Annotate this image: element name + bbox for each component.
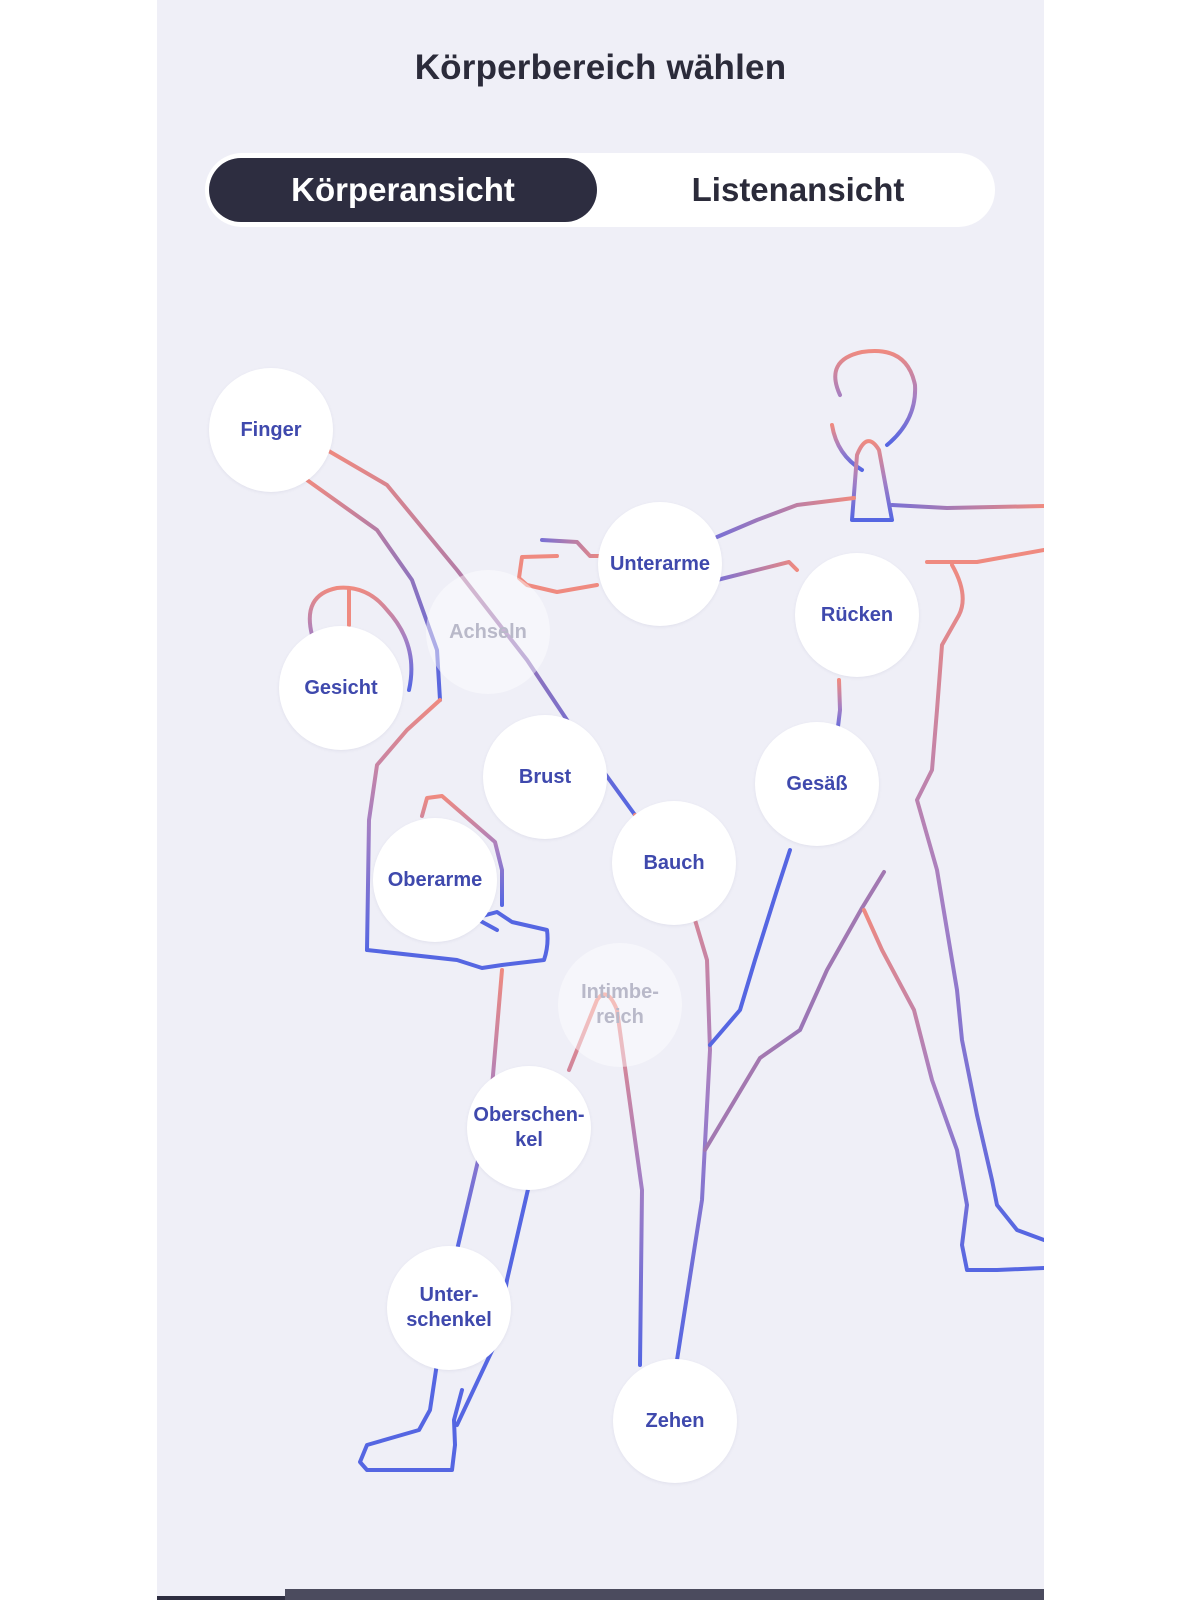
- body-part-intimate-area[interactable]: Intimbe- reich: [558, 943, 682, 1067]
- body-area-screen: Körperbereich wählen Körperansicht Liste…: [157, 0, 1044, 1600]
- back-leg-right-line: [862, 908, 1044, 1272]
- body-part-lower-legs[interactable]: Unter- schenkel: [387, 1246, 511, 1370]
- body-part-label: Zehen: [645, 1409, 705, 1432]
- front-crotch-line: [567, 992, 644, 1367]
- view-toggle: Körperansicht Listenansicht: [205, 153, 995, 227]
- body-part-chest[interactable]: Brust: [483, 715, 607, 839]
- body-part-label: Oberschen- kel: [473, 1104, 585, 1151]
- back-shoulder-right-line: [890, 503, 1044, 510]
- body-part-label: Achseln: [449, 620, 527, 643]
- back-leg-inner-line: [703, 870, 886, 1152]
- back-head-line: [833, 349, 918, 447]
- body-part-armpits[interactable]: Achseln: [426, 570, 550, 694]
- body-part-label: Bauch: [643, 851, 705, 874]
- body-part-label: Oberarme: [387, 868, 483, 891]
- body-part-belly[interactable]: Bauch: [612, 801, 736, 925]
- middle-hand-line: [540, 538, 604, 558]
- back-torso-right-line: [915, 563, 1044, 1242]
- body-part-face[interactable]: Gesicht: [279, 626, 403, 750]
- front-arm-inner-line: [305, 478, 442, 702]
- front-upper-arm-line: [420, 794, 504, 907]
- body-part-label: Gesäß: [786, 772, 848, 795]
- body-part-label: Intimbe- reich: [581, 981, 659, 1028]
- middle-hand-palm-line: [517, 554, 599, 594]
- front-head-line: [307, 585, 414, 692]
- body-part-label: Unterarme: [609, 552, 711, 575]
- body-part-buttocks[interactable]: Gesäß: [755, 722, 879, 846]
- back-shoulder-left-line: [715, 496, 856, 539]
- body-part-label: Unter- schenkel: [406, 1284, 492, 1331]
- back-ponytail-line: [850, 439, 894, 522]
- body-part-back[interactable]: Rücken: [795, 553, 919, 677]
- body-part-label: Rücken: [820, 603, 894, 626]
- body-part-label: Gesicht: [304, 676, 378, 699]
- body-part-label: Finger: [240, 418, 302, 441]
- page-title: Körperbereich wählen: [414, 48, 787, 87]
- body-part-forearms[interactable]: Unterarme: [598, 502, 722, 626]
- back-leg-left-line: [708, 848, 792, 1047]
- back-right-arm-line: [925, 548, 1044, 564]
- front-torso-back-line: [365, 698, 442, 952]
- home-indicator-left: [157, 1596, 285, 1600]
- body-part-toes[interactable]: Zehen: [613, 1359, 737, 1483]
- tab-list-view[interactable]: Listenansicht: [691, 171, 905, 208]
- body-part-label: Brust: [518, 765, 572, 788]
- front-lower-arm-line: [365, 910, 550, 970]
- back-arm-under-line: [715, 560, 799, 582]
- body-part-finger[interactable]: Finger: [209, 368, 333, 492]
- tab-body-view[interactable]: Körperansicht: [209, 158, 597, 222]
- body-part-upper-arms[interactable]: Oberarme: [373, 818, 497, 942]
- front-shin-back-line: [358, 1348, 464, 1472]
- home-indicator: [285, 1589, 1044, 1600]
- body-part-thighs[interactable]: Oberschen- kel: [467, 1066, 591, 1190]
